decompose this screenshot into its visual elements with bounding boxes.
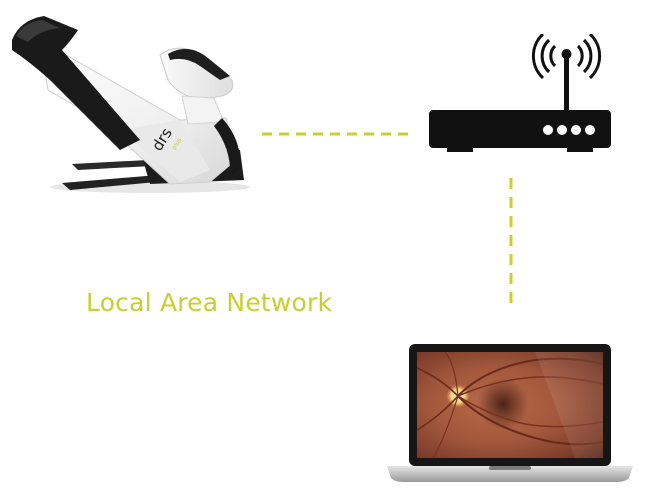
wifi-router-icon [429, 34, 611, 152]
laptop-icon [387, 344, 633, 482]
retinal-camera-icon: drs plus [12, 16, 250, 193]
network-link-device-router [262, 132, 412, 136]
network-link-router-laptop [509, 178, 513, 304]
network-label: Local Area Network [86, 288, 333, 317]
